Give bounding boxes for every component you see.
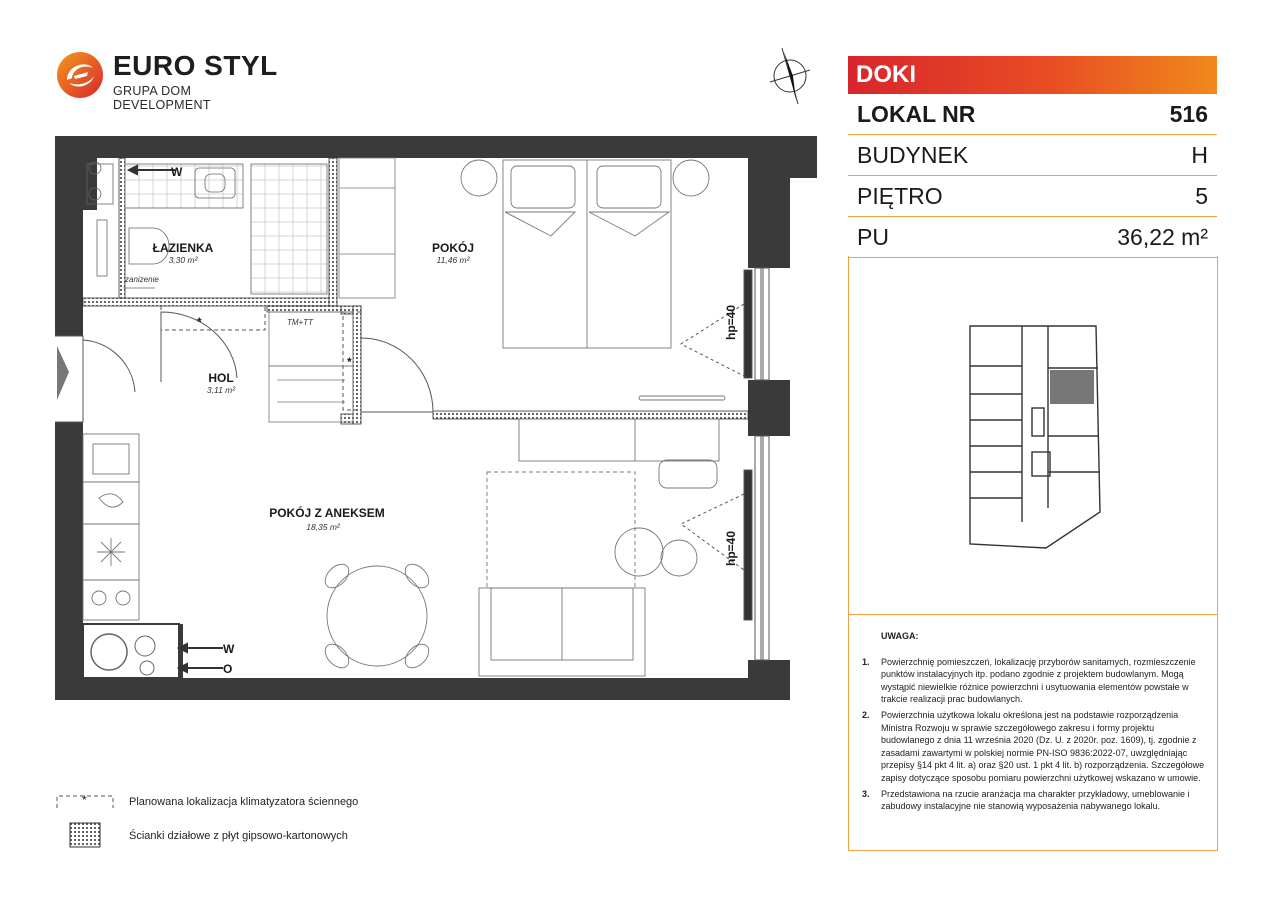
- brand-name: EURO STYL: [113, 50, 278, 81]
- outer-walls: [55, 136, 817, 700]
- note-number: 1.: [862, 656, 870, 667]
- floor-plan: * * W W O ŁAZIENKA 3,30 m² POKÓJ 11,46 m…: [55, 136, 817, 700]
- w-marker-top: W: [171, 165, 183, 179]
- note-item: 1. Powierzchnię pomieszczeń, lokalizację…: [862, 656, 1207, 706]
- ac-legend-icon: [56, 795, 114, 808]
- brand-logo: EURO STYL GRUPA DOM DEVELOPMENT: [55, 48, 285, 112]
- room-name-hol: HOL: [208, 371, 233, 385]
- info-frame: [848, 256, 1218, 851]
- room-name-pokoj: POKÓJ: [432, 240, 474, 255]
- note-item: 3. Przedstawiona na rzucie aranżacja ma …: [862, 788, 1207, 813]
- info-value-budynek: H: [1191, 141, 1208, 168]
- info-label-lokal: LOKAL NR: [857, 100, 976, 127]
- room-area-hol: 3,11 m²: [207, 385, 236, 395]
- dining-set: [324, 563, 430, 669]
- w-marker-bottom: W: [223, 642, 235, 656]
- closets: [268, 157, 396, 423]
- notes-title: UWAGA:: [881, 631, 919, 641]
- kitchenette: [82, 433, 140, 621]
- windows: [743, 267, 770, 661]
- room-name-lazienka: ŁAZIENKA: [153, 241, 214, 255]
- brand-subtitle: GRUPA DOM DEVELOPMENT: [113, 84, 211, 112]
- brand-mark-icon: [57, 52, 103, 98]
- sofa: [478, 471, 698, 677]
- note-number: 3.: [862, 788, 870, 799]
- w-o-arrows: [126, 164, 223, 674]
- info-row-pietro: PIĘTRO 5: [848, 176, 1217, 217]
- ac-markers: [160, 305, 362, 411]
- note-text: Powierzchnię pomieszczeń, lokalizację pr…: [881, 656, 1196, 705]
- building-key-plan: [969, 325, 1101, 549]
- note-item: 2. Powierzchnia użytkowa lokalu określon…: [862, 709, 1207, 785]
- info-label-pietro: PIĘTRO: [857, 182, 943, 209]
- unit-info-panel: DOKI LOKAL NR 516 BUDYNEK H PIĘTRO 5 PU …: [848, 56, 1217, 258]
- bedroom-furniture: [460, 159, 726, 401]
- legend: * Planowana lokalizacja klimatyzatora śc…: [55, 790, 655, 850]
- note-text: Powierzchnia użytkowa lokalu określona j…: [881, 709, 1205, 783]
- info-row-budynek: BUDYNEK H: [848, 135, 1217, 176]
- info-value-lokal: 516: [1169, 100, 1208, 127]
- doors: [55, 303, 745, 571]
- room-area-lazienka: 3,30 m²: [169, 255, 199, 265]
- compass-icon: [769, 47, 811, 105]
- zanizenie-label: zanizenie: [124, 275, 159, 284]
- tm-tt-label: TM+TT: [287, 318, 314, 327]
- info-label-pu: PU: [857, 223, 889, 250]
- o-marker-bottom: O: [223, 662, 232, 676]
- room-area-pokoj-z-aneksem: 18,35 m²: [306, 522, 341, 532]
- utility-niche: [82, 623, 183, 679]
- room-name-pokoj-z-aneksem: POKÓJ Z ANEKSEM: [269, 505, 385, 520]
- info-row-lokal: LOKAL NR 516: [848, 94, 1217, 135]
- legend-ac-text: Planowana lokalizacja klimatyzatora ście…: [129, 796, 359, 808]
- info-value-pu: 36,22 m²: [1117, 223, 1208, 250]
- ac-legend-symbol: *: [82, 793, 87, 807]
- plasterboard-legend-icon: [69, 822, 101, 848]
- project-name: DOKI: [848, 56, 1217, 94]
- info-divider: [848, 614, 1217, 615]
- ac-marker-kitchen: *: [347, 355, 352, 369]
- room-area-pokoj: 11,46 m²: [437, 255, 471, 265]
- info-value-pietro: 5: [1195, 182, 1208, 209]
- note-text: Przedstawiona na rzucie aranżacja ma cha…: [881, 788, 1190, 812]
- note-number: 2.: [862, 709, 870, 720]
- hp-label-living: hp=40: [724, 531, 738, 566]
- entrance-arrow-icon: [57, 346, 69, 400]
- bathroom-fixtures: [86, 161, 328, 295]
- info-row-pu: PU 36,22 m²: [848, 217, 1217, 258]
- desk: [518, 418, 720, 489]
- hp-label-bedroom: hp=40: [724, 305, 738, 340]
- unit-highlight: [1050, 370, 1094, 404]
- ac-marker-hol: *: [197, 315, 202, 329]
- notes-section: UWAGA: 1. Powierzchnię pomieszczeń, loka…: [862, 630, 1207, 816]
- legend-partitions-text: Ścianki działowe z płyt gipsowo-kartonow…: [129, 830, 348, 842]
- info-label-budynek: BUDYNEK: [857, 141, 969, 168]
